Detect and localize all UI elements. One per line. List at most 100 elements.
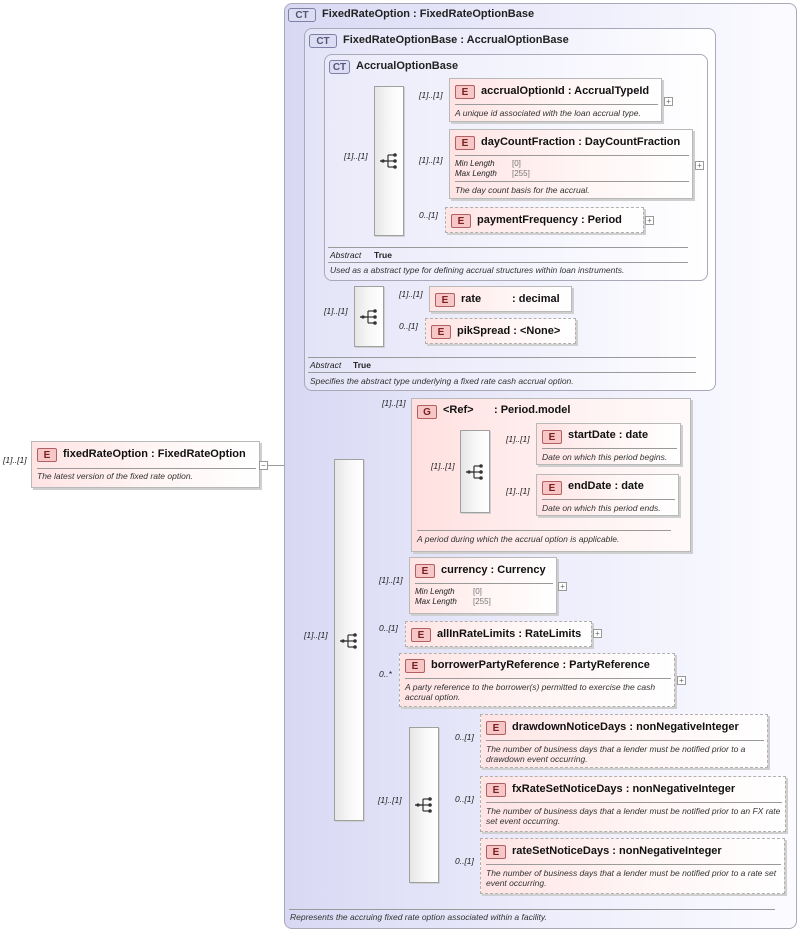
element-badge: E (431, 325, 451, 339)
element-rateSetNoticeDays[interactable]: E rateSetNoticeDays : nonNegativeInteger… (480, 838, 785, 894)
element-doc: The day count basis for the accrual. (455, 185, 590, 195)
element-pikSpread[interactable]: E pikSpread : <None> (425, 318, 576, 344)
element-paymentFrequency[interactable]: E paymentFrequency : Period (445, 207, 644, 233)
element-fxRateSetNoticeDays[interactable]: E fxRateSetNoticeDays : nonNegativeInteg… (480, 776, 786, 832)
ct-doc: Specifies the abstract type underlying a… (310, 376, 574, 386)
divider (455, 155, 689, 156)
element-multiplicity: 0..[1] (455, 794, 474, 804)
element-badge: E (486, 845, 506, 859)
divider (308, 372, 696, 373)
element-allInRateLimits[interactable]: E allInRateLimits : RateLimits (405, 621, 592, 647)
abstract-label: Abstract (330, 250, 362, 260)
divider (289, 909, 775, 910)
ct-title: FixedRateOptionBase : AccrualOptionBase (343, 34, 569, 46)
ct-badge: CT (309, 34, 337, 48)
seq-multiplicity: [1]..[1] (344, 151, 368, 161)
group-doc: A period during which the accrual option… (417, 534, 620, 544)
divider (417, 530, 671, 531)
element-rate[interactable]: E rate : decimal (429, 286, 572, 312)
sequence-compositor[interactable] (460, 430, 490, 513)
expand-icon[interactable]: + (677, 676, 686, 685)
element-badge: E (455, 85, 475, 99)
element-name: accrualOptionId : AccrualTypeId (481, 85, 650, 97)
divider (486, 864, 781, 865)
facet-min-value: [0] (473, 587, 482, 596)
divider (405, 678, 671, 679)
ct-badge: CT (288, 8, 316, 22)
element-name: dayCountFraction : DayCountFraction (481, 136, 681, 148)
expand-icon[interactable]: + (593, 629, 602, 638)
divider (455, 181, 689, 182)
expand-icon[interactable]: + (645, 216, 654, 225)
element-badge: E (542, 481, 562, 495)
element-currency[interactable]: E currency : Currency Min Length [0] Max… (409, 557, 557, 614)
element-multiplicity: [1]..[1] (379, 575, 403, 585)
element-multiplicity: 0..[1] (399, 321, 418, 331)
element-multiplicity: [1]..[1] (506, 486, 530, 496)
element-name: drawdownNoticeDays : nonNegativeInteger (512, 721, 739, 733)
element-fixedRateOption[interactable]: E fixedRateOption : FixedRateOption The … (31, 441, 260, 488)
element-multiplicity: 0..* (379, 669, 392, 679)
element-multiplicity: 0..[1] (455, 856, 474, 866)
element-badge: E (435, 293, 455, 307)
ct-doc: Represents the accruing fixed rate optio… (290, 912, 547, 922)
sequence-compositor[interactable] (409, 727, 439, 883)
element-accrualOptionId[interactable]: E accrualOptionId : AccrualTypeId A uniq… (449, 78, 662, 122)
element-badge: E (405, 659, 425, 673)
sequence-icon (415, 797, 432, 813)
element-badge: E (486, 783, 506, 797)
element-endDate[interactable]: E endDate : date Date on which this peri… (536, 474, 679, 516)
element-name: endDate : date (568, 480, 644, 492)
divider (308, 357, 696, 358)
divider (486, 802, 782, 803)
element-name: fixedRateOption : FixedRateOption (63, 448, 246, 460)
element-badge: E (451, 214, 471, 228)
element-doc: Date on which this period begins. (542, 452, 668, 462)
divider (486, 740, 764, 741)
sequence-compositor[interactable] (374, 86, 404, 236)
abstract-value: True (353, 360, 371, 370)
element-doc: Date on which this period ends. (542, 503, 661, 513)
collapse-icon[interactable]: − (259, 461, 268, 470)
sequence-compositor[interactable] (354, 286, 384, 347)
element-doc: The number of business days that a lende… (486, 744, 746, 764)
abstract-value: True (374, 250, 392, 260)
sequence-icon (380, 153, 397, 169)
element-dayCountFraction[interactable]: E dayCountFraction : DayCountFraction Mi… (449, 129, 693, 199)
element-multiplicity: 0..[1] (419, 210, 438, 220)
connector (262, 465, 294, 466)
element-name: startDate : date (568, 429, 649, 441)
element-name: allInRateLimits : RateLimits (437, 628, 582, 640)
divider (455, 104, 658, 105)
element-badge: E (411, 628, 431, 642)
sequence-icon (466, 464, 483, 480)
facet-min-label: Min Length (415, 587, 455, 596)
element-name: rateSetNoticeDays : nonNegativeInteger (512, 845, 722, 857)
element-type: : decimal (512, 293, 560, 305)
facet-max-value: [255] (512, 169, 530, 178)
element-name: paymentFrequency : Period (477, 214, 622, 226)
divider (542, 448, 677, 449)
group-name: <Ref> (443, 404, 474, 416)
element-badge: E (486, 721, 506, 735)
element-drawdownNoticeDays[interactable]: E drawdownNoticeDays : nonNegativeIntege… (480, 714, 768, 768)
element-name: rate (461, 293, 482, 305)
element-multiplicity: [1]..[1] (382, 398, 406, 408)
expand-icon[interactable]: + (695, 161, 704, 170)
seq-multiplicity: [1]..[1] (324, 306, 348, 316)
element-multiplicity: 0..[1] (379, 623, 398, 633)
facet-min-label: Min Length (455, 159, 495, 168)
sequence-compositor[interactable] (334, 459, 364, 821)
element-borrowerPartyReference[interactable]: E borrowerPartyReference : PartyReferenc… (399, 653, 675, 707)
element-doc: A unique id associated with the loan acc… (455, 108, 641, 118)
divider (328, 262, 688, 263)
element-name: pikSpread : <None> (457, 325, 561, 337)
expand-icon[interactable]: + (664, 97, 673, 106)
seq-multiplicity: [1]..[1] (304, 630, 328, 640)
element-badge: E (37, 448, 57, 462)
element-startDate[interactable]: E startDate : date Date on which this pe… (536, 423, 681, 465)
ct-badge: CT (329, 60, 350, 74)
element-badge: E (415, 564, 435, 578)
facet-min-value: [0] (512, 159, 521, 168)
expand-icon[interactable]: + (558, 582, 567, 591)
